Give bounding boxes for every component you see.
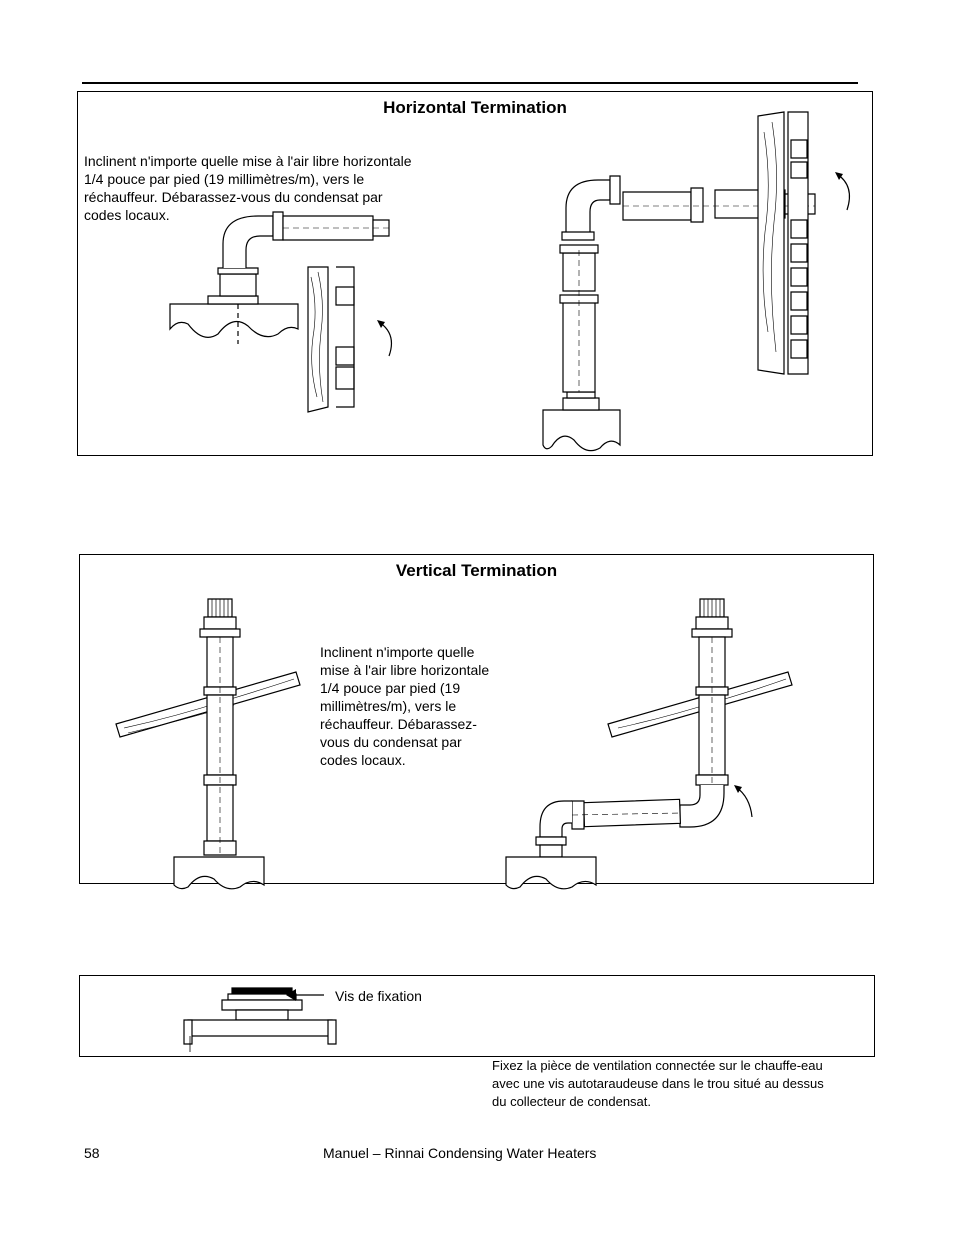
vertical-text-line: mise à l'air libre horizontale <box>320 662 490 678</box>
vertical-offset-slope-arrow <box>734 785 762 825</box>
horizontal-text-line: codes locaux. <box>84 207 170 223</box>
horizontal-termination-short-illustration <box>168 264 408 454</box>
horizontal-termination-long-illustration <box>538 170 678 450</box>
vertical-text-line: 1/4 pouce par pied (19 <box>320 680 461 696</box>
vertical-text-line: Inclinent n'importe quelle <box>320 644 475 660</box>
vertical-termination-offset-illustration <box>524 597 764 887</box>
horizontal-text-line: réchauffeur. Débarassez-vous du condensa… <box>84 189 383 205</box>
horizontal-long-rotation-arrow <box>835 172 863 212</box>
vertical-termination-straight-illustration <box>114 597 314 887</box>
header-rule <box>82 82 858 84</box>
horizontal-text-line: Inclinent n'importe quelle mise à l'air … <box>84 153 412 169</box>
fixation-caption-line: avec une vis autotaraudeuse dans le trou… <box>492 1076 824 1091</box>
heater-fixation-illustration <box>182 984 342 1054</box>
horizontal-termination-box: Horizontal Termination Inclinent n'impor… <box>77 91 873 456</box>
vertical-text-line: réchauffeur. Débarassez- <box>320 716 477 732</box>
fixation-caption-line: du collecteur de condensat. <box>492 1094 651 1109</box>
horizontal-termination-title: Horizontal Termination <box>383 98 567 117</box>
horizontal-short-wall-section <box>303 267 363 417</box>
fixation-caption: Fixez la pièce de ventilation connectée … <box>492 1057 824 1111</box>
fixation-pointer-arrow <box>286 989 326 1001</box>
vertical-termination-title: Vertical Termination <box>395 561 558 580</box>
vertical-text-line: codes locaux. <box>320 752 406 768</box>
fixation-screw-label: Vis de fixation <box>335 988 422 1004</box>
vertical-text-line: vous du condensat par <box>320 734 462 750</box>
footer-title: Manuel – Rinnai Condensing Water Heaters <box>323 1145 597 1161</box>
horizontal-short-rotation-arrow <box>377 320 405 360</box>
vertical-text-line: millimètres/m), vers le <box>320 698 457 714</box>
vertical-termination-box: Vertical Termination Inclinent n'importe… <box>79 554 874 884</box>
page-number: 58 <box>84 1145 100 1161</box>
vertical-instruction-text: Inclinent n'importe quelle mise à l'air … <box>320 643 489 769</box>
fixation-screw-box: Vis de fixation <box>79 975 875 1057</box>
horizontal-text-line: 1/4 pouce par pied (19 millimètres/m), v… <box>84 171 365 187</box>
horizontal-long-wall-section <box>756 112 816 382</box>
horizontal-instruction-text: Inclinent n'importe quelle mise à l'air … <box>84 152 412 224</box>
fixation-caption-line: Fixez la pièce de ventilation connectée … <box>492 1058 823 1073</box>
